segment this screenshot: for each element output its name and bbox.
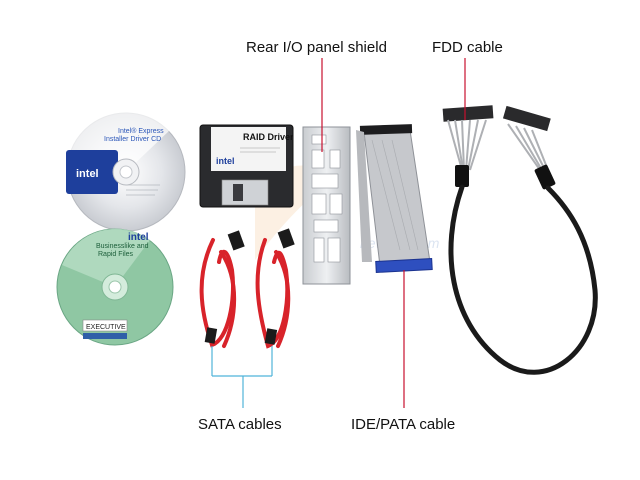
- sata-connectors: [204, 228, 295, 345]
- fdd-cable-label: FDD cable: [432, 39, 503, 56]
- sata-cables: [199, 238, 291, 349]
- io-shield: [302, 126, 351, 285]
- cd2-title-1: Businesslike and: [96, 243, 149, 250]
- cd2-brand: intel: [128, 232, 149, 243]
- cd1-brand: intel: [76, 168, 99, 180]
- cd1-title-2: Installer Driver CD: [104, 136, 161, 143]
- cd-software: Businesslike and Rapid Files intel EXECU…: [56, 228, 174, 346]
- floppy-title: RAID Driver: [243, 132, 294, 142]
- cd2-title-2: Rapid Files: [98, 251, 134, 258]
- floppy-brand: intel: [216, 156, 235, 166]
- cd1-title-1: Intel® Express: [118, 127, 164, 135]
- sata-cables-label: SATA cables: [198, 416, 282, 433]
- cd-installer: intel Intel® Express Installer Driver CD: [66, 110, 186, 232]
- leader-lines: [321, 58, 466, 408]
- cd2-badge: EXECUTIVE: [86, 324, 126, 331]
- ide-ribbon-cable: [356, 124, 433, 273]
- sata-bracket: [211, 346, 273, 408]
- floppy-disk: RAID Driver intel: [199, 124, 294, 208]
- rear-io-label: Rear I/O panel shield: [246, 39, 387, 56]
- fdd-cable: [442, 105, 598, 375]
- ide-cable-label: IDE/PATA cable: [351, 416, 456, 433]
